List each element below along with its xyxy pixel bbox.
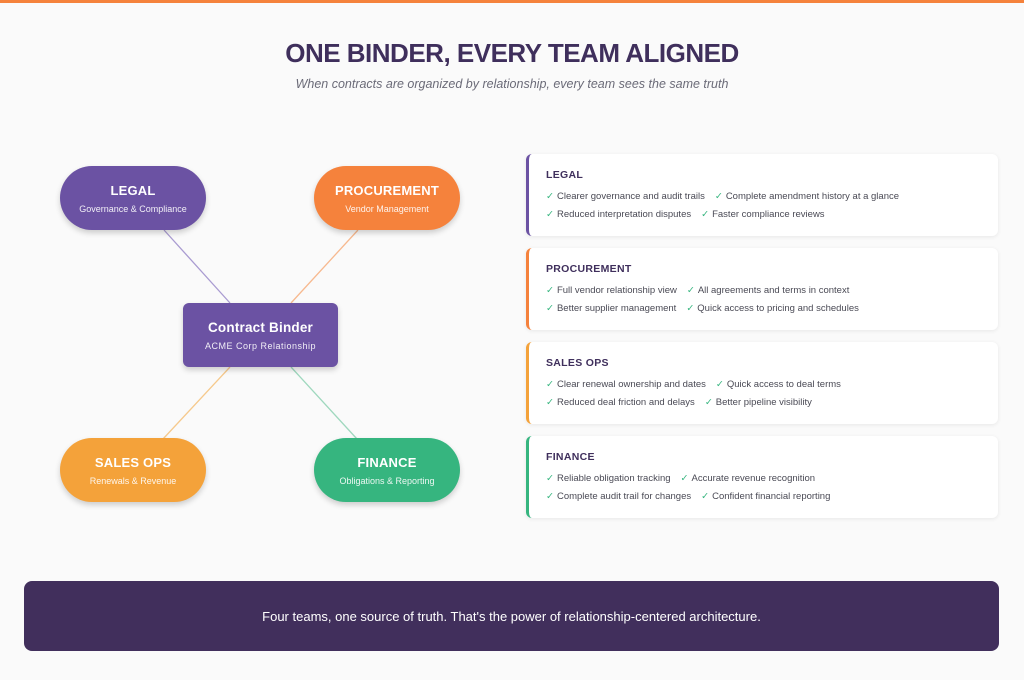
card-title: SALES OPS: [546, 357, 609, 369]
card-sales-ops: SALES OPS ✓Clear renewal ownership and d…: [526, 342, 998, 424]
check-icon: ✓: [686, 302, 695, 314]
benefit-item: ✓Confident financial reporting: [701, 490, 831, 502]
benefit-item: ✓Quick access to deal terms: [715, 378, 841, 390]
top-accent-bar: [0, 0, 1024, 3]
card-row: ✓Reduced deal friction and delays ✓Bette…: [546, 393, 998, 411]
check-icon: ✓: [546, 190, 554, 202]
benefit-item: ✓Accurate revenue recognition: [680, 472, 816, 484]
benefit-item: ✓Complete amendment history at a glance: [714, 190, 900, 202]
card-title: FINANCE: [546, 451, 595, 463]
node-finance: FINANCE Obligations & Reporting: [314, 438, 460, 502]
benefit-item: ✓All agreements and terms in context: [686, 284, 850, 296]
card-row: ✓Better supplier management ✓Quick acces…: [546, 299, 998, 317]
benefit-item: ✓Reliable obligation tracking: [546, 472, 671, 484]
benefit-item: ✓Quick access to pricing and schedules: [686, 302, 859, 314]
card-title: PROCUREMENT: [546, 263, 632, 275]
card-row: ✓Clearer governance and audit trails ✓Co…: [546, 187, 998, 205]
node-title: SALES OPS: [94, 454, 172, 470]
benefit-item: ✓Complete audit trail for changes: [546, 490, 692, 502]
card-procurement: PROCUREMENT ✓Full vendor relationship vi…: [526, 248, 998, 330]
node-subtitle: Obligations & Reporting: [339, 475, 435, 486]
connector-legal: [163, 229, 231, 304]
check-icon: ✓: [546, 378, 554, 390]
benefit-item: ✓Better pipeline visibility: [704, 396, 812, 408]
card-finance: FINANCE ✓Reliable obligation tracking ✓A…: [526, 436, 998, 518]
benefit-item: ✓Reduced deal friction and delays: [546, 396, 695, 408]
node-subtitle: ACME Corp Relationship: [204, 340, 317, 351]
summary-banner: Four teams, one source of truth. That's …: [24, 581, 999, 651]
banner-text: Four teams, one source of truth. That's …: [262, 608, 761, 624]
node-procurement: PROCUREMENT Vendor Management: [314, 166, 460, 230]
check-icon: ✓: [714, 190, 723, 202]
connector-salesops: [162, 366, 231, 440]
connector-procurement: [290, 229, 359, 304]
card-row: ✓Clear renewal ownership and dates ✓Quic…: [546, 375, 998, 393]
check-icon: ✓: [715, 378, 724, 390]
card-title: LEGAL: [546, 169, 584, 181]
card-row: ✓Reliable obligation tracking ✓Accurate …: [546, 469, 998, 487]
node-sales-ops: SALES OPS Renewals & Revenue: [60, 438, 206, 502]
benefit-item: ✓Clear renewal ownership and dates: [546, 378, 706, 390]
benefit-item: ✓Clearer governance and audit trails: [546, 190, 705, 202]
node-title: LEGAL: [110, 182, 156, 198]
node-title: Contract Binder: [207, 319, 313, 335]
card-row: ✓Complete audit trail for changes ✓Confi…: [546, 487, 998, 505]
check-icon: ✓: [546, 490, 554, 502]
node-legal: LEGAL Governance & Compliance: [60, 166, 206, 230]
check-icon: ✓: [546, 396, 554, 408]
check-icon: ✓: [701, 490, 710, 502]
node-title: FINANCE: [357, 454, 417, 470]
node-subtitle: Governance & Compliance: [79, 203, 187, 214]
card-row: ✓Reduced interpretation disputes ✓Faster…: [546, 205, 998, 223]
node-subtitle: Vendor Management: [345, 203, 429, 214]
check-icon: ✓: [546, 284, 554, 296]
benefit-item: ✓Full vendor relationship view: [546, 284, 677, 296]
connector-finance: [290, 366, 358, 440]
benefit-item: ✓Reduced interpretation disputes: [546, 208, 692, 220]
check-icon: ✓: [546, 472, 554, 484]
page-subtitle: When contracts are organized by relation…: [295, 77, 729, 91]
card-row: ✓Full vendor relationship view ✓All agre…: [546, 281, 998, 299]
check-icon: ✓: [701, 208, 710, 220]
benefit-item: ✓Better supplier management: [546, 302, 677, 314]
check-icon: ✓: [546, 208, 554, 220]
page-title: ONE BINDER, EVERY TEAM ALIGNED: [285, 38, 739, 68]
node-subtitle: Renewals & Revenue: [89, 475, 177, 486]
check-icon: ✓: [680, 472, 689, 484]
node-contract-binder: Contract Binder ACME Corp Relationship: [183, 303, 338, 367]
node-title: PROCUREMENT: [334, 182, 440, 198]
card-legal: LEGAL ✓Clearer governance and audit trai…: [526, 154, 998, 236]
benefit-item: ✓Faster compliance reviews: [701, 208, 825, 220]
check-icon: ✓: [546, 302, 554, 314]
check-icon: ✓: [686, 284, 695, 296]
check-icon: ✓: [704, 396, 713, 408]
